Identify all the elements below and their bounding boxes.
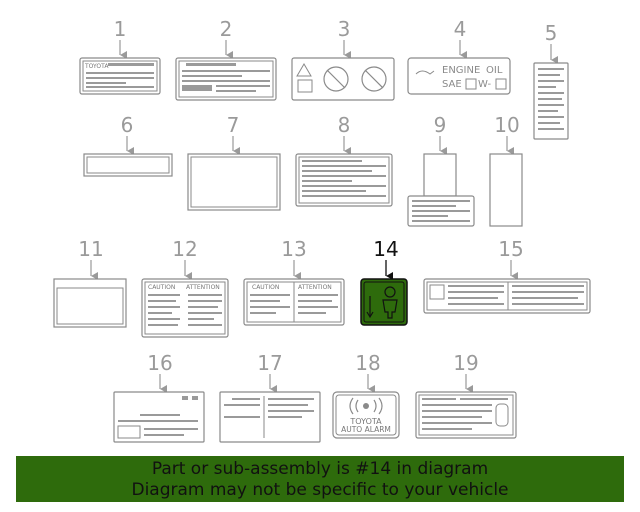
part-14-label-shape — [360, 278, 408, 326]
part-19[interactable]: 19 — [415, 351, 517, 439]
label-4-w: W- — [478, 79, 491, 90]
callout-7: 7 — [227, 113, 240, 137]
part-7[interactable]: 7 — [187, 113, 281, 211]
part-14-highlighted[interactable]: 14 — [360, 237, 408, 326]
label-13-attention: ATTENTION — [298, 284, 332, 291]
label-12-attention: ATTENTION — [186, 284, 220, 291]
label-18-brand: TOYOTA — [349, 417, 382, 426]
part-10[interactable]: 10 — [489, 113, 523, 227]
callout-6: 6 — [121, 113, 134, 137]
callout-14: 14 — [373, 237, 398, 261]
label-4-engine: ENGINE — [442, 65, 480, 76]
part-4[interactable]: 4 ENGINE OIL SAE W- — [407, 17, 511, 95]
label-4-oil: OIL — [486, 65, 503, 76]
part-15[interactable]: 15 — [423, 237, 591, 314]
part-9[interactable]: 9 — [407, 113, 475, 227]
callout-2: 2 — [220, 17, 233, 41]
callout-8: 8 — [338, 113, 351, 137]
part-6[interactable]: 6 — [83, 113, 173, 177]
footer-banner: Part or sub-assembly is #14 in diagram D… — [16, 456, 624, 502]
label-13-caution: CAUTION — [252, 284, 279, 291]
callout-1: 1 — [114, 17, 127, 41]
callout-18: 18 — [355, 351, 380, 375]
part-8[interactable]: 8 — [295, 113, 393, 207]
parts-diagram: 1 TOYOTA 2 3 4 — [53, 17, 591, 443]
part-3[interactable]: 3 — [291, 17, 395, 101]
callout-9: 9 — [434, 113, 447, 137]
callout-10: 10 — [494, 113, 519, 137]
callout-15: 15 — [498, 237, 523, 261]
label-18-text: AUTO ALARM — [341, 425, 391, 434]
callout-19: 19 — [453, 351, 478, 375]
label-12-caution: CAUTION — [148, 284, 175, 291]
part-13[interactable]: 13 CAUTION ATTENTION — [243, 237, 345, 326]
callout-12: 12 — [172, 237, 197, 261]
label-1-brand: TOYOTA — [84, 63, 109, 70]
footer-line-2: Diagram may not be specific to your vehi… — [131, 480, 509, 500]
callout-5: 5 — [545, 21, 558, 45]
callout-3: 3 — [338, 17, 351, 41]
callout-11: 11 — [78, 237, 103, 261]
part-12[interactable]: 12 CAUTION ATTENTION — [141, 237, 229, 338]
part-5[interactable]: 5 — [533, 21, 569, 140]
callout-16: 16 — [147, 351, 172, 375]
part-2[interactable]: 2 — [175, 17, 277, 101]
footer-line-1: Part or sub-assembly is #14 in diagram — [151, 459, 489, 479]
part-16[interactable]: 16 — [113, 351, 205, 443]
callout-13: 13 — [281, 237, 306, 261]
part-17[interactable]: 17 — [219, 351, 321, 443]
part-1[interactable]: 1 TOYOTA — [79, 17, 161, 95]
callout-17: 17 — [257, 351, 282, 375]
part-18[interactable]: 18 TOYOTA AUTO ALARM — [332, 351, 400, 439]
callout-4: 4 — [454, 17, 467, 41]
label-4-sae: SAE — [442, 79, 462, 90]
part-11[interactable]: 11 — [53, 237, 127, 328]
